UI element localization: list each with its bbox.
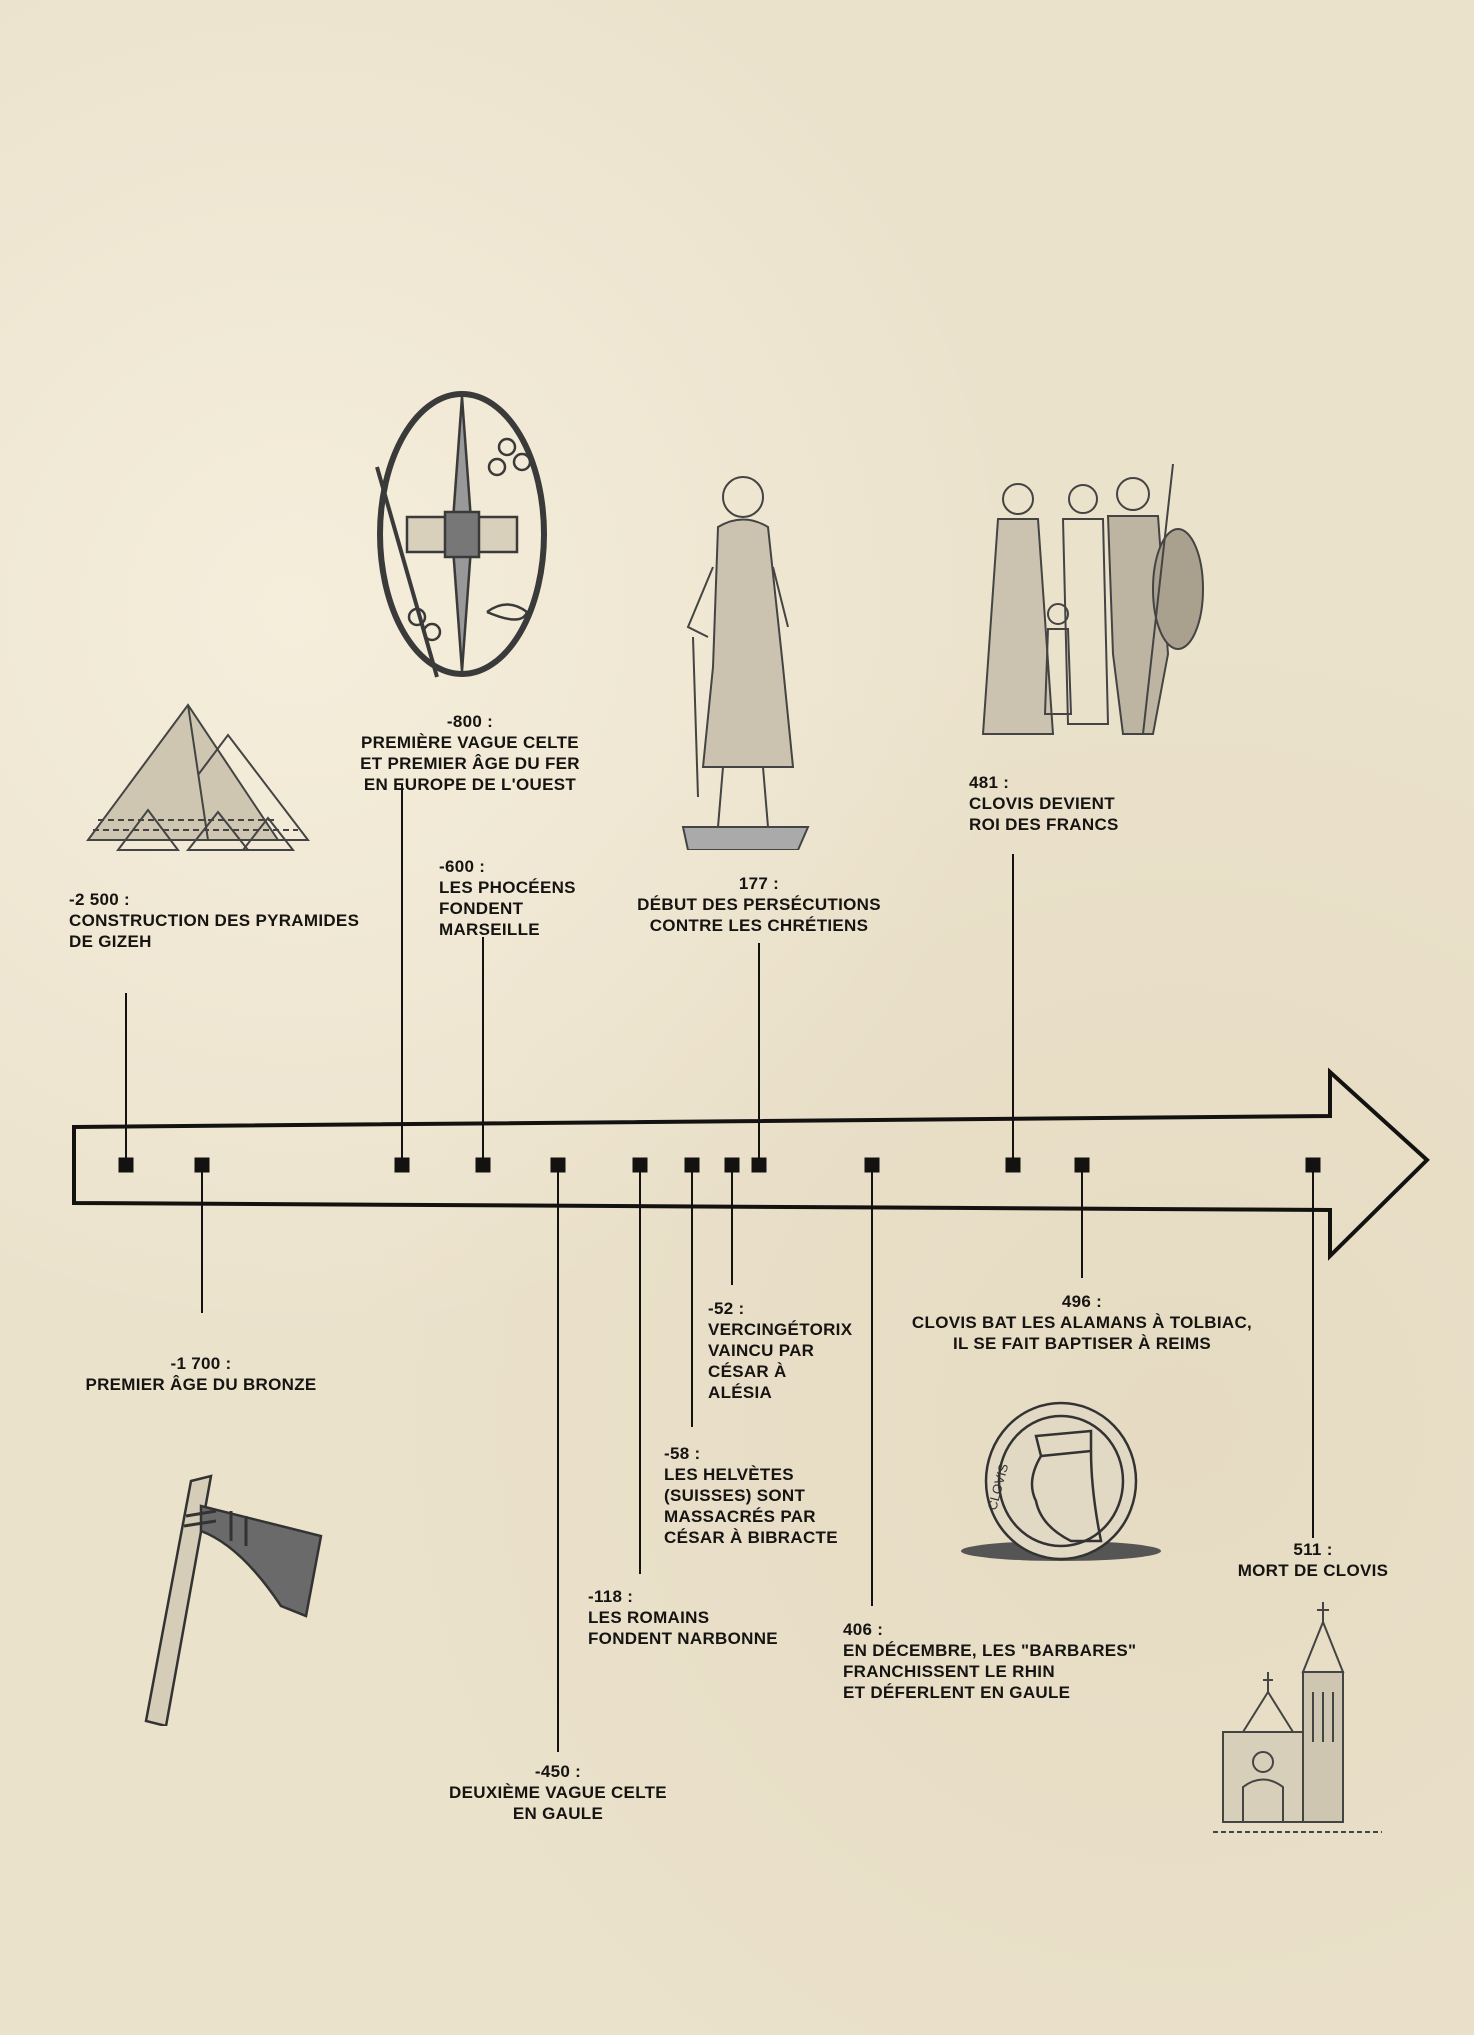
connector-line	[125, 993, 127, 1165]
event-description-line: César à	[708, 1362, 787, 1381]
event-description-line: Clovis devient	[969, 794, 1115, 813]
event-year: 177 :	[738, 874, 780, 893]
event-label: 481 : Clovis devient roi des Francs	[969, 772, 1119, 835]
event-year: 496 :	[1061, 1292, 1103, 1311]
event-description-line: Première vague celte	[361, 733, 579, 752]
timeline-marker	[1074, 1157, 1090, 1173]
event-description-line: en Gaule	[512, 1804, 604, 1823]
connector-line	[201, 1165, 203, 1313]
event-label: -2 500 : Construction des pyramides de Giz…	[69, 889, 359, 952]
event-description-line: il se fait baptiser à Reims	[952, 1334, 1212, 1353]
event-description-line: Les Phocéens	[439, 878, 576, 897]
event-label: -600 : Les Phocéens fondentMarseille	[439, 856, 576, 940]
event-description-line: Deuxième vague celte	[449, 1783, 667, 1802]
event-description-line: (Suisses) sont	[664, 1486, 806, 1505]
event-year: -52 :	[708, 1299, 745, 1318]
event-description-line: Alésia	[708, 1383, 773, 1402]
event-description-line: roi des Francs	[969, 815, 1119, 834]
event-description-line: Vercingétorix	[708, 1320, 853, 1339]
event-description-line: Début des persécutions	[637, 895, 881, 914]
timeline-marker	[632, 1157, 648, 1173]
event-label: 511 : Mort de Clovis	[1238, 1539, 1389, 1581]
event-description-line: franchissent le Rhin	[843, 1662, 1055, 1681]
cathedral-illustration	[1213, 1602, 1382, 1842]
pyramids-illustration	[78, 700, 331, 856]
event-description-line: Mort de Clovis	[1237, 1561, 1389, 1580]
event-description-line: Premier âge du bronze	[85, 1375, 317, 1394]
connector-line	[871, 1165, 873, 1606]
timeline-marker	[684, 1157, 700, 1173]
event-year: 511 :	[1293, 1540, 1333, 1559]
event-year: -58 :	[664, 1444, 701, 1463]
event-description-line: en Europe de l'Ouest	[363, 775, 577, 794]
timeline-marker	[550, 1157, 566, 1173]
connector-line	[758, 943, 760, 1165]
clovis-coin-illustration: CLOVIS	[941, 1401, 1174, 1570]
event-year: -600 :	[439, 857, 486, 876]
event-description-line: vaincu par	[708, 1341, 815, 1360]
event-description-line: En décembre, les "barbares"	[843, 1641, 1137, 1660]
timeline-marker	[1005, 1157, 1021, 1173]
connector-line	[482, 937, 484, 1165]
connector-line	[731, 1165, 733, 1285]
event-year: -800 :	[446, 712, 494, 731]
event-label: 406 : En décembre, les "barbares" franchis…	[843, 1619, 1136, 1703]
connector-line	[1081, 1165, 1083, 1278]
event-description-line: de Gizeh	[69, 932, 152, 951]
event-year: -1 700 :	[170, 1354, 232, 1373]
timeline-marker	[724, 1157, 740, 1173]
event-label: -450 : Deuxième vague celte en Gaule	[449, 1761, 667, 1824]
connector-line	[1312, 1165, 1314, 1538]
event-label: -52 : Vercingétorix vaincu parCésar à Alési…	[708, 1298, 852, 1403]
event-label: -58 : Les Helvètes (Suisses) sont massacrés…	[664, 1443, 838, 1548]
event-description-line: Les Romains	[588, 1608, 710, 1627]
gaulish-warrior-statue-illustration	[668, 467, 817, 851]
event-year: 406 :	[843, 1620, 884, 1639]
event-description-line: contre les chrétiens	[649, 916, 869, 935]
event-description-line: Marseille	[439, 920, 540, 939]
event-description-line: et premier âge du fer	[360, 754, 580, 773]
event-label: 496 : Clovis bat les Alamans à Tolbiac, il…	[912, 1291, 1252, 1354]
event-label: -800 : Première vague celte et premier âge…	[360, 711, 580, 795]
event-label: -118 : Les Romains fondent Narbonne	[588, 1586, 778, 1649]
timeline-marker	[194, 1157, 210, 1173]
event-description-line: et déferlent en Gaule	[843, 1683, 1071, 1702]
event-description-line: Construction des pyramides	[69, 911, 360, 930]
timeline-marker	[118, 1157, 134, 1173]
bronze-axe-illustration	[91, 1466, 376, 1728]
event-label: -1 700 : Premier âge du bronze	[85, 1353, 316, 1395]
timeline-marker	[864, 1157, 880, 1173]
timeline-marker	[1305, 1157, 1321, 1173]
celtic-shield-illustration	[357, 387, 551, 681]
event-year: -2 500 :	[69, 890, 130, 909]
event-label: 177 : Début des persécutions contre les ch…	[637, 873, 881, 936]
timeline-marker	[475, 1157, 491, 1173]
event-description-line: fondent Narbonne	[588, 1629, 778, 1648]
event-description-line: Les Helvètes	[664, 1465, 794, 1484]
event-year: -118 :	[588, 1587, 634, 1606]
event-year: -450 :	[534, 1762, 582, 1781]
event-description-line: massacrés par	[664, 1507, 816, 1526]
event-description-line: Clovis bat les Alamans à Tolbiac,	[911, 1313, 1253, 1332]
timeline-marker	[394, 1157, 410, 1173]
event-description-line: César à Bibracte	[664, 1528, 838, 1547]
timeline-marker	[751, 1157, 767, 1173]
connector-line	[639, 1165, 641, 1574]
connector-line	[401, 785, 403, 1165]
clovis-family-illustration	[973, 454, 1213, 752]
connector-line	[1012, 854, 1014, 1165]
event-description-line: fondent	[439, 899, 524, 918]
event-year: 481 :	[969, 773, 1010, 792]
connector-line	[557, 1165, 559, 1752]
connector-line	[691, 1165, 693, 1427]
